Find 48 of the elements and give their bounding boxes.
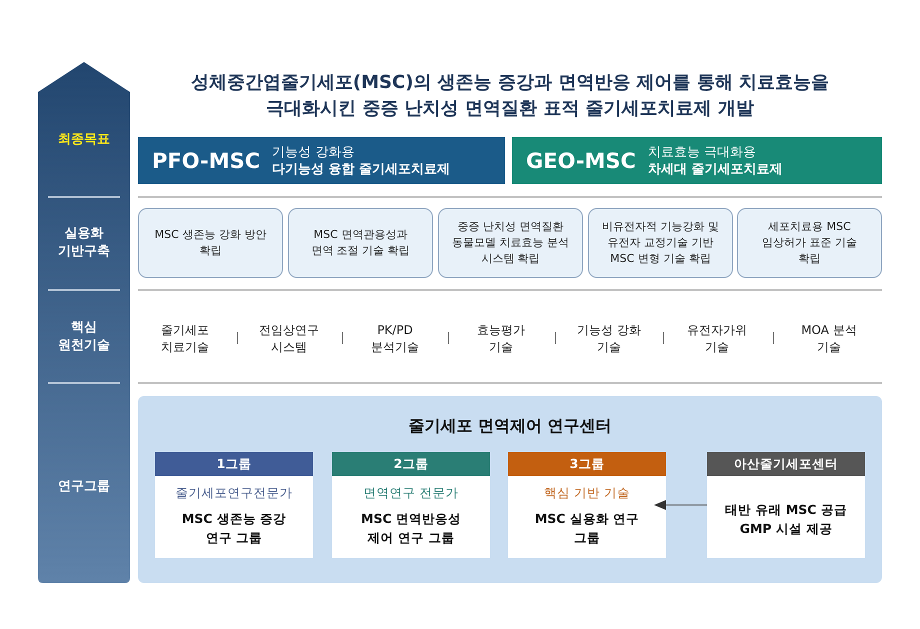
group-header: 2그룹 (332, 452, 490, 476)
task-text: 세포치료용 MSC 임상허가 표준 기술 확립 (761, 219, 858, 267)
technology-label: PK/PD 분석기술 (370, 322, 420, 356)
task-text: 비유전자적 기능강화 및 유전자 교정기술 기반 MSC 변형 기술 확립 (601, 219, 720, 267)
group-header: 3그룹 (508, 452, 666, 476)
diagram-title: 성체중간엽줄기세포(MSC)의 생존능 증강과 면역반응 제어를 통해 치료효능을 극대화시킨 중증 난치성 면역질환 표적 줄기세포치료제 개발 (190, 71, 830, 121)
task-box (737, 208, 882, 278)
goal-banner (138, 137, 505, 184)
row-label: 연구그룹 (57, 478, 111, 496)
product-purpose: 치료효능 극대화용 (648, 144, 758, 160)
group-name: MSC 실용화 연구 그룹 (534, 510, 640, 547)
task-box (288, 208, 433, 278)
group-card (508, 452, 666, 558)
task-box (138, 208, 283, 278)
task-box (588, 208, 733, 278)
technology-label: 전임상연구 시스템 (258, 322, 320, 356)
technology-label: MOA 분석 기술 (800, 322, 858, 356)
center-panel (138, 396, 882, 583)
task-text: MSC 면역관용성과 면역 조절 기술 확립 (310, 227, 411, 259)
technology-label: 효능평가 기술 (476, 322, 526, 356)
product-name: PFO-MSC (152, 148, 260, 172)
row-label: 최종목표 (57, 131, 111, 149)
row-label: 실용화 기반구축 (57, 225, 111, 261)
partner-role: 태반 유래 MSC 공급 GMP 시설 제공 (724, 501, 848, 538)
partner-card (707, 452, 865, 558)
product-description: 차세대 줄기세포치료제 (648, 160, 783, 178)
panel-title: 줄기세포 면역제어 연구센터 (408, 416, 612, 435)
row-label: 핵심 원천기술 (57, 319, 111, 355)
product-description: 다기능성 융합 줄기세포치료제 (272, 160, 450, 178)
group-card (332, 452, 490, 558)
task-text: 중증 난치성 면역질환 동물모델 치료효능 분석 시스템 확립 (451, 219, 570, 267)
group-header: 1그룹 (155, 452, 313, 476)
task-box (438, 208, 583, 278)
partner-header: 아산줄기세포센터 (707, 452, 865, 476)
technology-label: 유전자가위 기술 (686, 322, 748, 356)
technology-label: 기능성 강화 기술 (576, 322, 642, 356)
product-purpose: 기능성 강화용 (272, 144, 356, 160)
product-name: GEO-MSC (526, 148, 636, 172)
technology-label: 줄기세포 치료기술 (160, 322, 210, 356)
goal-banner (512, 137, 882, 184)
task-text: MSC 생존능 강화 방안 확립 (154, 227, 266, 259)
group-expertise: 핵심 기반 기술 (544, 485, 630, 502)
group-expertise: 줄기세포연구전문가 (176, 485, 292, 502)
group-card (155, 452, 313, 558)
group-name: MSC 면역반응성 제어 연구 그룹 (360, 510, 462, 547)
group-name: MSC 생존능 증강 연구 그룹 (180, 510, 288, 547)
group-expertise: 면역연구 전문가 (364, 485, 458, 502)
arrow (654, 500, 708, 510)
